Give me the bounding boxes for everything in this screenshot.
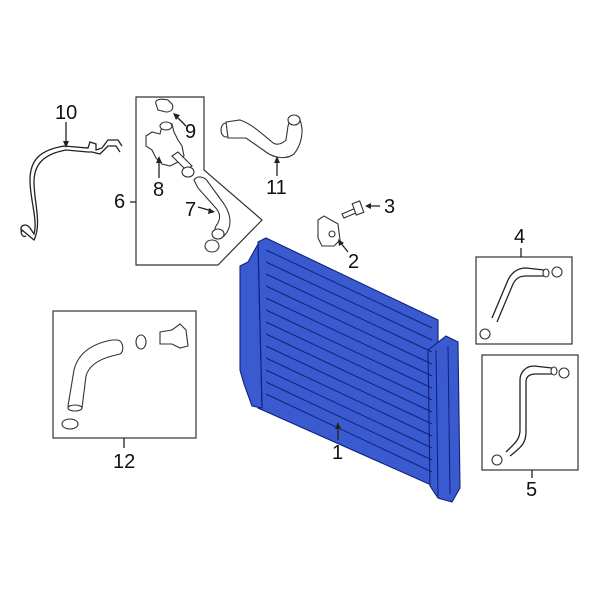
callout-7: 7	[185, 199, 197, 221]
hose-part-4[interactable]	[479, 266, 563, 340]
callout-5: 5	[526, 479, 538, 501]
callout-12: 12	[113, 451, 136, 473]
callout-3: 3	[384, 196, 396, 218]
arrow-10	[63, 141, 69, 148]
cap-seal-part-9[interactable]	[155, 98, 174, 113]
callout-10: 10	[55, 102, 78, 124]
radiator-fins	[257, 243, 451, 497]
lower-hose-part-7[interactable]	[193, 176, 231, 253]
callout-1: 1	[332, 442, 344, 464]
hose-kit-part-12[interactable]	[61, 323, 189, 430]
bracket-part-2[interactable]	[317, 215, 341, 247]
group-box-6	[135, 96, 263, 266]
group-box-4	[475, 256, 573, 345]
arrow-7	[208, 208, 215, 214]
group-box-5	[481, 354, 579, 471]
radiator-part-1[interactable]	[239, 237, 461, 503]
arrow-9	[173, 113, 180, 120]
callout-11: 11	[266, 177, 287, 199]
callout-8: 8	[153, 179, 165, 201]
arrow-2	[338, 239, 344, 246]
arrow-1	[335, 422, 341, 429]
bolt-part-3[interactable]	[341, 200, 365, 219]
water-outlet-part-8[interactable]	[145, 121, 195, 178]
tube-part-10[interactable]	[20, 139, 123, 242]
arrow-11	[274, 156, 280, 163]
callout-9: 9	[185, 121, 197, 143]
arrow-8	[156, 156, 162, 163]
callout-6: 6	[114, 191, 126, 213]
upper-hose-part-11[interactable]	[220, 114, 303, 159]
arrow-3	[365, 203, 371, 209]
callout-4: 4	[514, 226, 526, 248]
callout-2: 2	[348, 251, 360, 273]
hose-part-5[interactable]	[491, 365, 570, 466]
